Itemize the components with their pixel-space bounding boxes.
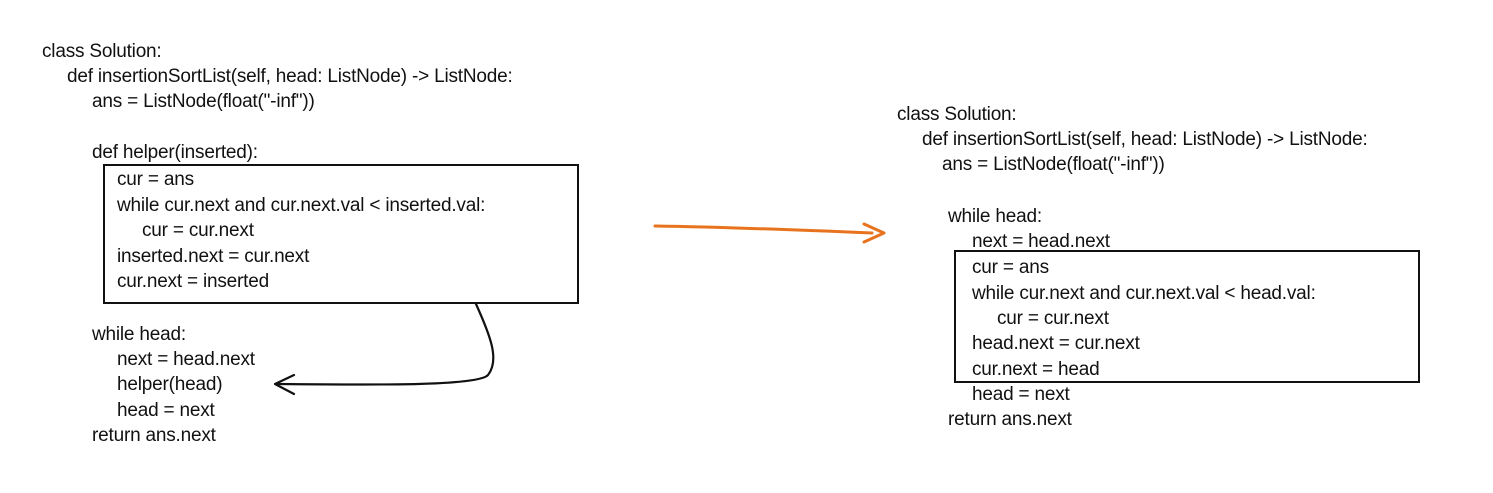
left-code-line: return ans.next [92, 425, 216, 446]
right-code-line: def insertionSortList(self, head: ListNo… [922, 129, 1368, 150]
left-code-line: class Solution: [42, 41, 162, 62]
left-code-line: next = head.next [117, 349, 255, 370]
left-code-line: while head: [92, 324, 186, 345]
right-code-line: return ans.next [948, 409, 1072, 430]
right-code-line: cur.next = head [972, 359, 1100, 380]
right-code-line: head.next = cur.next [972, 333, 1140, 354]
right-code-line: while head: [948, 206, 1042, 227]
right-code-line: head = next [972, 384, 1070, 405]
left-code-line: def helper(inserted): [92, 142, 258, 163]
left-code-line: def insertionSortList(self, head: ListNo… [67, 66, 513, 87]
right-code-line: next = head.next [972, 231, 1110, 252]
transform-arrow [653, 222, 886, 244]
right-code-line: cur = ans [972, 257, 1049, 278]
right-inlined-body-box [954, 250, 1420, 383]
left-code-line: head = next [117, 400, 215, 421]
left-code-line: inserted.next = cur.next [117, 246, 310, 267]
right-code-line: class Solution: [897, 104, 1017, 125]
left-code-line: helper(head) [117, 374, 223, 395]
call-site-arrow [273, 302, 495, 396]
right-code-line: while cur.next and cur.next.val < head.v… [972, 283, 1316, 304]
right-code-line: ans = ListNode(float("-inf")) [942, 154, 1165, 175]
left-code-line: cur.next = inserted [117, 271, 269, 292]
left-code-line: cur = cur.next [142, 220, 254, 241]
left-code-line: while cur.next and cur.next.val < insert… [117, 195, 486, 216]
left-code-line: cur = ans [117, 169, 194, 190]
left-code-line: ans = ListNode(float("-inf")) [92, 91, 315, 112]
right-code-line: cur = cur.next [997, 308, 1109, 329]
left-helper-body-box [103, 164, 579, 304]
